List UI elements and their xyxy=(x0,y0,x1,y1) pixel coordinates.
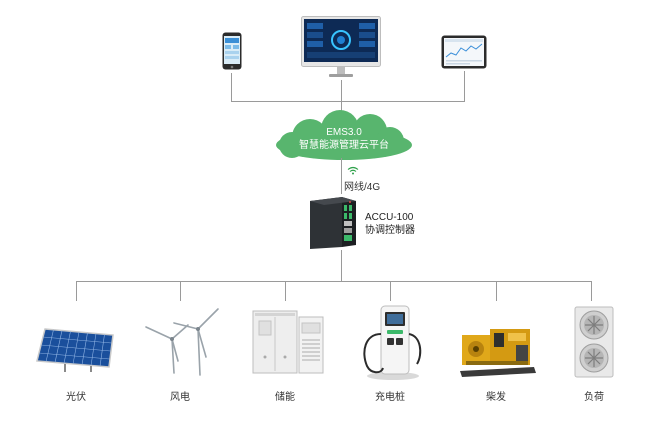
cloud-title: EMS3.0 xyxy=(326,127,362,138)
controller-name: 协调控制器 xyxy=(365,225,415,236)
desktop-monitor-icon xyxy=(301,16,381,77)
top-connector-center xyxy=(341,80,342,118)
drop-generator xyxy=(496,281,497,301)
endpoint-label-charger: 充电桩 xyxy=(375,392,405,403)
controller-bus-connector xyxy=(341,250,342,281)
endpoint-label-solar: 光伏 xyxy=(66,392,86,403)
cloud-icon xyxy=(276,110,412,160)
endpoint-label-load: 负荷 xyxy=(584,392,604,403)
drop-storage xyxy=(285,281,286,301)
cloud-subtitle: 智慧能源管理云平台 xyxy=(299,140,389,151)
solar-panel-icon xyxy=(36,328,114,372)
drop-solar xyxy=(76,281,77,301)
cloud-controller-connector xyxy=(341,158,342,194)
wifi-icon xyxy=(347,166,359,175)
load-unit-icon xyxy=(574,306,614,378)
drop-load xyxy=(591,281,592,301)
endpoint-label-generator: 柴发 xyxy=(486,392,506,403)
controller-device-icon xyxy=(310,197,356,249)
top-connector-left xyxy=(231,73,232,101)
controller-model: ACCU-100 xyxy=(365,212,414,223)
bus-line xyxy=(76,281,592,282)
smartphone-icon xyxy=(222,32,242,70)
tablet-icon xyxy=(441,35,487,69)
link-label: 网线/4G xyxy=(344,182,381,193)
top-connector-right xyxy=(464,71,465,101)
endpoint-label-storage: 储能 xyxy=(275,392,295,403)
ev-charger-icon xyxy=(363,305,422,380)
endpoint-label-wind: 风电 xyxy=(170,392,190,403)
top-connector-bar xyxy=(231,101,465,102)
wind-turbine-icon xyxy=(145,308,219,376)
diesel-generator-icon xyxy=(460,329,536,377)
drop-charger xyxy=(390,281,391,301)
drop-wind xyxy=(180,281,181,301)
energy-storage-cabinet-icon xyxy=(252,310,324,374)
